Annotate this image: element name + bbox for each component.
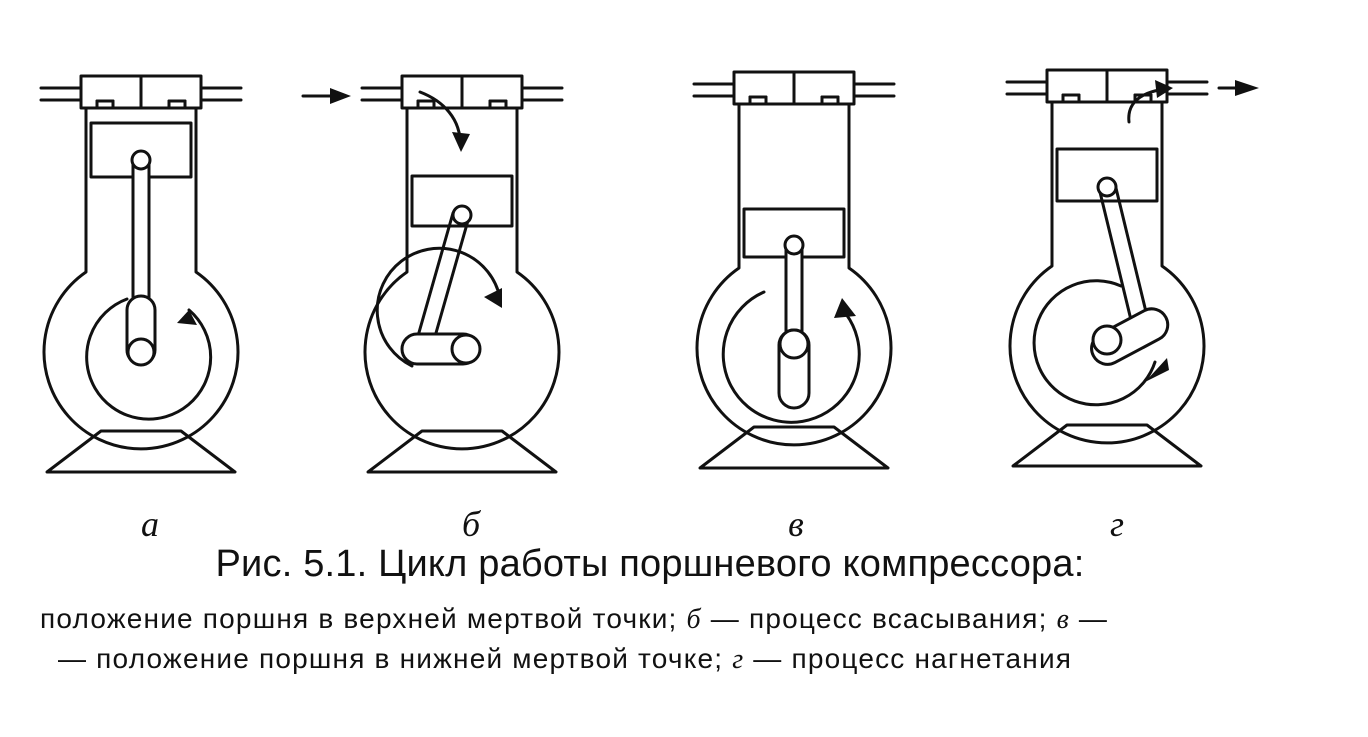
panel-a-drawing [39,74,243,474]
crank-rotation-arrow [721,290,861,424]
crank-rotation-arrow [85,297,213,421]
crankshaft [778,328,810,360]
panel-v-drawing [692,70,896,470]
caption-letter-v: в [1056,604,1070,635]
crankshaft [1091,324,1123,356]
figure-caption-line-2: — положение поршня в нижней мертвой точк… [58,641,1072,678]
panel-label-a: а [141,504,159,544]
crankshaft [126,337,156,367]
figure-caption-title: Рис. 5.1. Цикл работы поршневого компрес… [215,543,1085,585]
caption-text: — положение поршня в нижней мертвой точк… [58,643,733,674]
caption-text: — [1069,603,1109,634]
panel-b-drawing [360,74,564,474]
caption-letter-g: г [732,644,745,675]
panel-label-g: г [1109,504,1125,544]
panel-label-b: б [461,504,481,544]
caption-text: — процесс всасывания; [701,603,1057,634]
crank-rotation-arrow [1032,279,1157,407]
crank-rotation-arrow [375,246,502,368]
caption-letter-b: б [686,604,702,635]
compressor-cycle-figure [39,68,1259,474]
panel-g-drawing [1005,68,1259,468]
inlet-arrow [301,88,351,104]
discharge-flow-arrow [1127,88,1161,124]
panel-label-v: в [788,504,804,544]
caption-text: положение поршня в верхней мертвой точки… [40,603,687,634]
connecting-rod [1097,182,1149,322]
caption-text: — процесс нагнетания [744,643,1073,674]
figure-caption-line-1: положение поршня в верхней мертвой точки… [40,601,1108,638]
crankshaft [450,333,482,365]
connecting-rod [414,211,471,349]
connecting-rod [131,158,151,308]
suction-flow-arrow [418,90,462,140]
